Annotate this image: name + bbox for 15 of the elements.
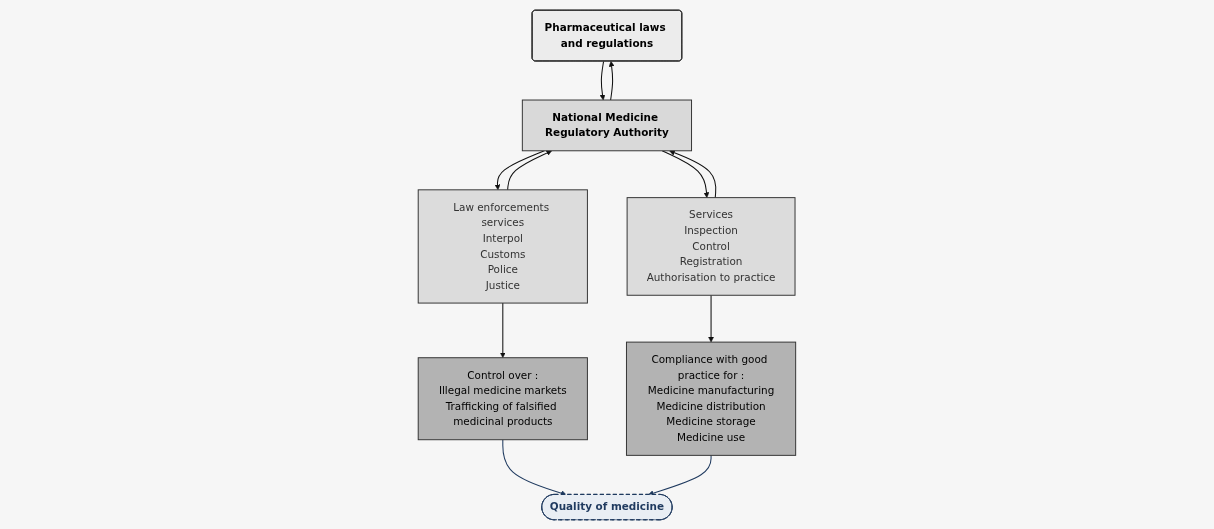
process-box: Compliance with good practice for : Medicine manufacturing Medicine distribution Medicine storage Medicine use	[626, 341, 797, 456]
arrow	[494, 149, 545, 190]
arrow	[661, 149, 710, 198]
process-box: Services Inspection Control Registration Authorisation to practice	[626, 196, 796, 296]
arrow	[708, 294, 714, 342]
arrow	[608, 60, 615, 101]
arrow	[507, 149, 553, 190]
rounded-box: Pharmaceutical laws and regulations	[531, 9, 683, 61]
arrow	[669, 149, 717, 198]
process-box: National Medicine Regulatory Authority	[521, 99, 693, 151]
arrow	[500, 302, 506, 358]
dashed-ellipse: Quality of medicine	[541, 493, 673, 520]
process-box: Law enforcements services Interpol Customs Police Justice	[417, 188, 588, 304]
process-box: Control over : Illegal medicine markets Trafficking of falsified medicinal products	[417, 356, 588, 440]
arrow	[599, 60, 606, 100]
